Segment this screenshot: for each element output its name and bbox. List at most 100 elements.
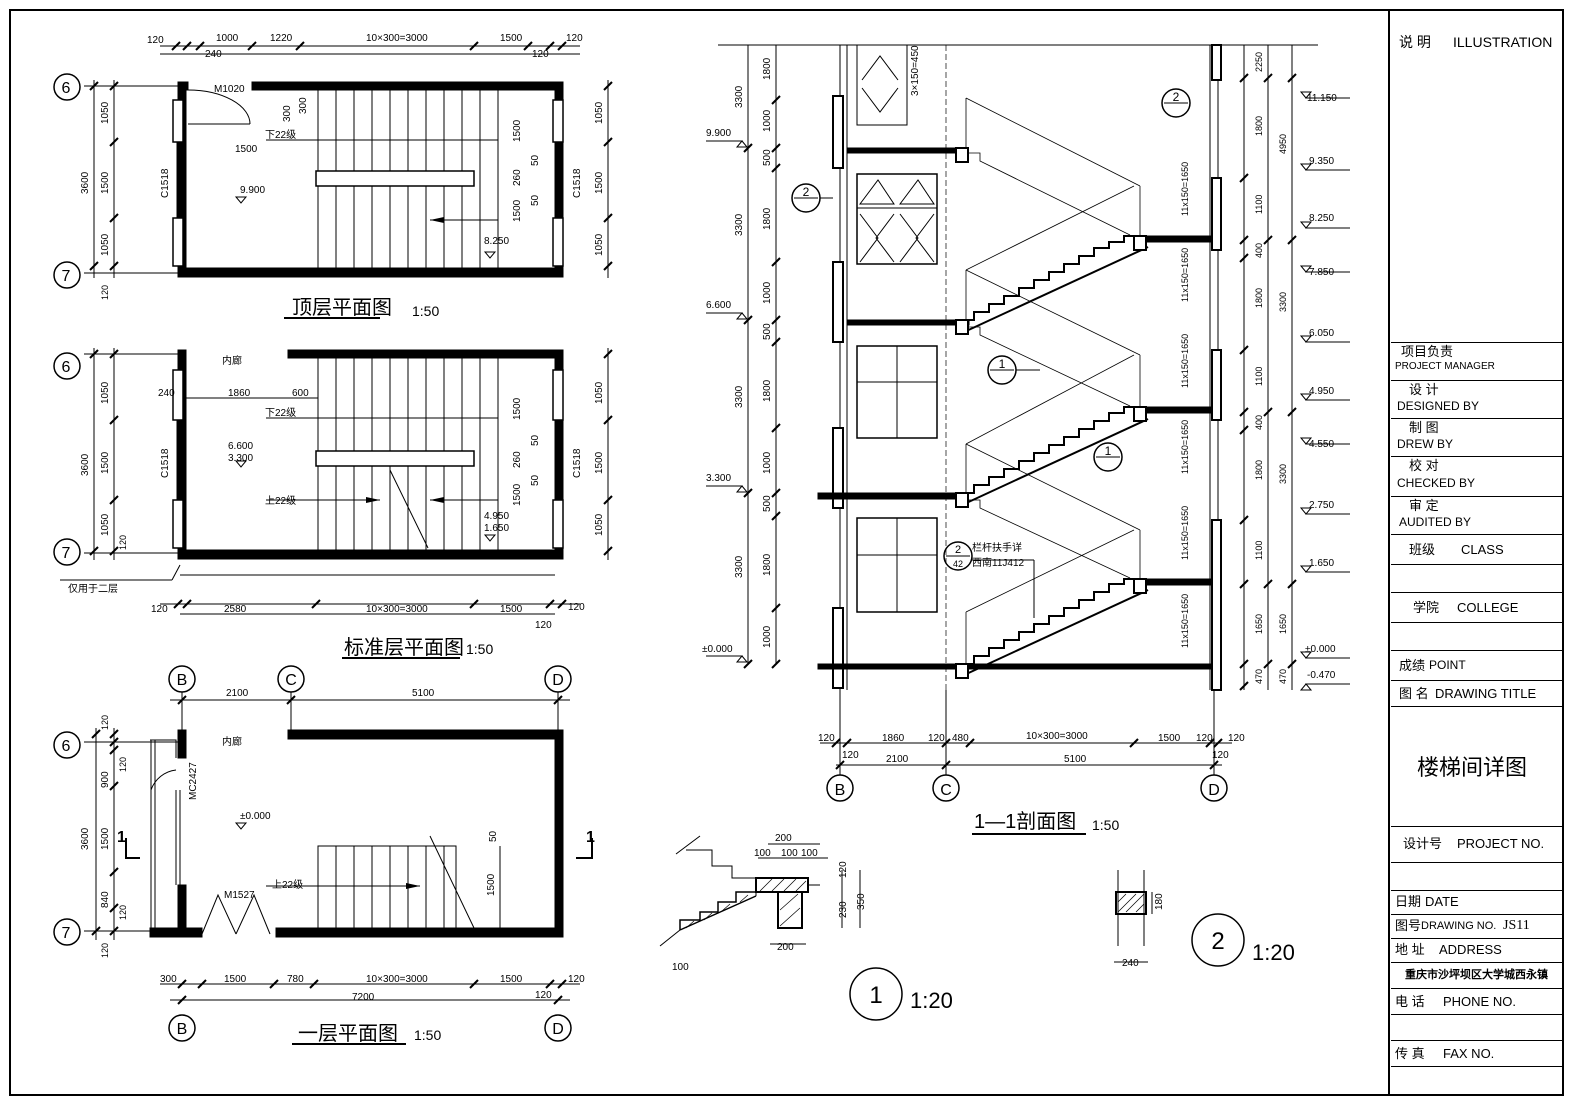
- std-left-dim-120: 120: [118, 535, 128, 550]
- std-bottom-120c: 120: [535, 620, 552, 631]
- ground-plan-title: 一层平面图: [298, 1023, 398, 1045]
- sec-level-9350: 9.350: [1309, 156, 1334, 167]
- section-mark-right: 1: [586, 829, 595, 846]
- sec-bottom-120d: 120: [1228, 733, 1245, 744]
- sec-bottom-120a: 120: [818, 733, 835, 744]
- gf-bottom-780: 780: [287, 974, 304, 985]
- std-left-dim-1050b: 1050: [100, 513, 111, 536]
- axis-b-label-bottom: B: [177, 1021, 188, 1038]
- door-m1020: M1020: [214, 84, 245, 95]
- std-bottom-2580: 2580: [224, 604, 247, 615]
- gf-inner-dim-50: 50: [488, 830, 499, 842]
- sec-level-8250: 8.250: [1309, 213, 1334, 224]
- flight-dim-6: 11x150=1650: [1180, 594, 1190, 648]
- top-dim-1: 120: [147, 35, 164, 46]
- standard-plan-scale: 1:50: [466, 641, 493, 657]
- std-left-dim-1050: 1050: [100, 381, 111, 404]
- axis-c-label: C: [285, 672, 297, 689]
- sec-r2-3300b: 3300: [1278, 464, 1288, 484]
- level-6600: 6.600: [228, 441, 253, 452]
- gf-left-dim-900: 900: [100, 771, 111, 788]
- sec-r2-4950: 4950: [1278, 134, 1288, 154]
- top-plan-scale: 1:50: [412, 303, 439, 319]
- sec-bottom-120e: 120: [842, 750, 859, 761]
- top-inner-dim-50b: 50: [530, 194, 541, 206]
- tb-class-cn: 班级: [1409, 542, 1436, 557]
- top-dim-5: 10×300=3000: [366, 33, 428, 44]
- section-left-1000-b: 1000: [762, 281, 773, 304]
- top-inner-dim-300b: 300: [298, 97, 309, 114]
- tb-checked-en: CHECKED BY: [1397, 476, 1476, 490]
- top-dim-4: 1220: [270, 33, 293, 44]
- section-left-1000-d: 1000: [762, 625, 773, 648]
- section-left-1000-a: 1000: [762, 109, 773, 132]
- d2-dim-180: 180: [1154, 893, 1165, 910]
- tb-pm-cn: 项目负责: [1401, 344, 1454, 359]
- tb-project-cn: 设计号: [1403, 836, 1443, 851]
- axis-d-label-bottom: D: [552, 1021, 564, 1038]
- tb-address-row: 地 址 ADDRESS: [1391, 938, 1563, 962]
- d1-dim-350: 350: [856, 893, 867, 910]
- sec-r2-3300a: 3300: [1278, 292, 1288, 312]
- top-dim-3: 1000: [216, 33, 239, 44]
- sec-r1-1800b: 1800: [1254, 288, 1264, 308]
- window-c1518-right-top: C1518: [572, 168, 583, 198]
- detail-ref-den: 42: [953, 559, 963, 569]
- gf-dim-2100: 2100: [226, 688, 249, 699]
- tb-fax-cn: 传 真: [1395, 1046, 1425, 1061]
- axis-6-label-std: 6: [62, 359, 71, 376]
- tb-title-cn: 图 名: [1399, 686, 1429, 701]
- gf-left-dim-120c: 120: [118, 905, 128, 920]
- tb-address-cn: 地 址: [1395, 942, 1425, 957]
- std-right-dim-1500: 1500: [594, 451, 605, 474]
- std-left-dim-1500: 1500: [100, 451, 111, 474]
- callout-2-left: 2: [803, 185, 810, 199]
- tb-project-row: 设计号 PROJECT NO.: [1391, 826, 1563, 862]
- sec-r1-400b: 400: [1254, 415, 1264, 430]
- axis-7-label-std: 7: [62, 545, 71, 562]
- tb-drawing-no-row: 图号 DRAWING NO. JS11: [1391, 914, 1563, 938]
- tb-drawing-no-cn: 图号: [1395, 918, 1422, 933]
- detail-2-number: 2: [1211, 928, 1224, 955]
- top-left-dim-120: 120: [100, 285, 110, 300]
- sec-level-2750: 2.750: [1309, 500, 1334, 511]
- section-left-500-c: 500: [762, 495, 773, 512]
- tb-class-row: 班级 CLASS: [1391, 534, 1563, 564]
- stair-label-top: 下22级: [265, 129, 296, 141]
- tb-illustration-cn: 说 明: [1399, 34, 1431, 50]
- tb-pm-row: 项目负责 PROJECT MANAGER: [1391, 342, 1563, 380]
- sec-level-4950: 4.950: [1309, 386, 1334, 397]
- sec-bottom-1860: 1860: [882, 733, 905, 744]
- sec-r1-1100a: 1100: [1254, 195, 1264, 214]
- sec-bottom-5100: 5100: [1064, 754, 1087, 765]
- axis-b-label: B: [177, 672, 188, 689]
- level-8250: 8.250: [484, 236, 509, 247]
- tb-designed-cn: 设 计: [1409, 382, 1439, 397]
- callout-1-a: 1: [999, 357, 1006, 371]
- top-inner-dim-1500c: 1500: [512, 199, 523, 222]
- sec-level-minus-0470: -0.470: [1307, 670, 1336, 681]
- standard-plan-title: 标准层平面图: [344, 636, 464, 659]
- ground-plan-scale: 1:50: [414, 1027, 441, 1043]
- top-left-dim-3600: 3600: [80, 171, 91, 194]
- top-left-dim-1050: 1050: [100, 101, 111, 124]
- corridor-label-gf: 内廊: [222, 735, 242, 748]
- tb-point-row: 成绩 POINT: [1391, 650, 1563, 680]
- level-4950: 4.950: [484, 511, 509, 522]
- section-level-0000: ±0.000: [702, 644, 733, 655]
- top-inner-dim-260: 260: [512, 169, 523, 186]
- section-left-3300-c: 3300: [734, 385, 745, 408]
- std-dim-600: 600: [292, 388, 309, 399]
- std-inner-dim-1500b: 1500: [512, 483, 523, 506]
- tb-address-en: ADDRESS: [1439, 942, 1502, 957]
- section-left-1800-a: 1800: [762, 57, 773, 80]
- tb-class-value: [1391, 564, 1563, 592]
- top-inner-dim-1500: 1500: [235, 144, 258, 155]
- std-inner-dim-1500: 1500: [512, 397, 523, 420]
- d1-dim-100a: 100: [754, 848, 771, 859]
- tb-fax-value: [1391, 1066, 1563, 1095]
- tb-drew-en: DREW BY: [1397, 437, 1454, 451]
- detail-1-scale: 1:20: [910, 988, 953, 1013]
- tb-address-value: 重庆市沙坪坝区大学城西永镇: [1405, 969, 1548, 981]
